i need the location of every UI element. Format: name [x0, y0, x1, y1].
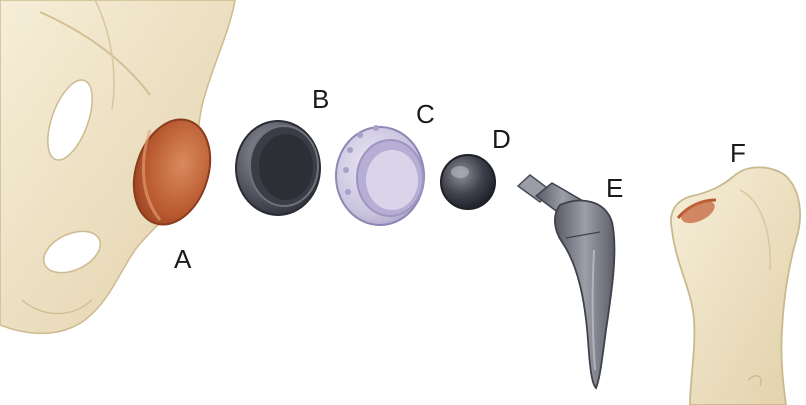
label-a: A: [174, 244, 192, 274]
prepared-femur-illustration: [671, 167, 800, 405]
polyethylene-liner-illustration: [336, 125, 424, 225]
label-d: D: [492, 124, 511, 154]
label-f: F: [730, 138, 746, 168]
femoral-stem-illustration: [518, 175, 614, 388]
label-e: E: [606, 173, 623, 203]
label-b: B: [312, 84, 329, 114]
femoral-head-ball-illustration: [441, 155, 495, 209]
pelvis-acetabulum-illustration: [0, 0, 235, 333]
label-c: C: [416, 99, 435, 129]
metal-acetabular-cup-illustration: [236, 121, 320, 215]
